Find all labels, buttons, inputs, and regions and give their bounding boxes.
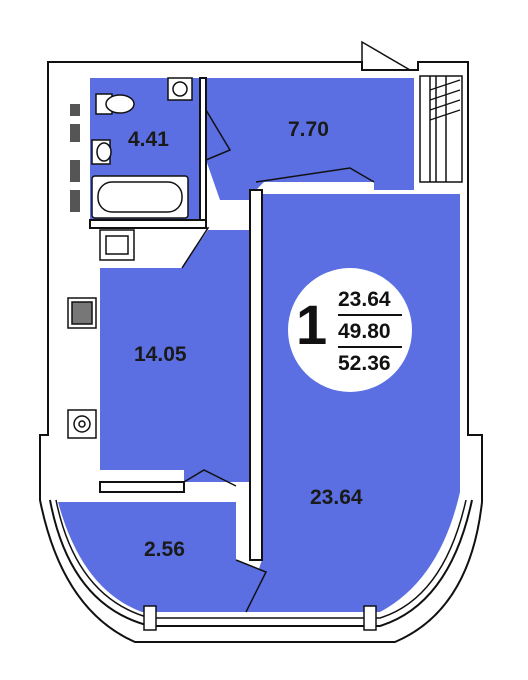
hall-area-label: 7.70 xyxy=(288,118,329,141)
door-swing-icon xyxy=(181,40,411,613)
interior-walls xyxy=(89,77,263,561)
divider-line-1 xyxy=(338,314,402,316)
floor-drain-icon xyxy=(167,77,193,101)
balcony-post-right xyxy=(363,605,377,631)
kitchen-sink-icon xyxy=(99,229,135,261)
room-count: 1 xyxy=(296,293,328,356)
living-floor xyxy=(244,194,460,612)
living-area-label: 23.64 xyxy=(310,486,363,509)
balcony-glazing xyxy=(49,499,473,627)
washing-machine-icon xyxy=(67,409,97,439)
radiator-icon xyxy=(70,104,80,212)
sink-icon xyxy=(91,139,112,165)
balcony-floor xyxy=(58,502,266,612)
toilet-icon xyxy=(95,93,135,115)
window-shaft xyxy=(419,75,463,183)
balcony-area-label: 2.56 xyxy=(144,538,185,561)
living-area-total: 23.64 xyxy=(338,288,391,311)
hall-floor xyxy=(206,78,414,200)
stove-icon xyxy=(67,297,97,329)
balcony-post-left xyxy=(143,605,157,631)
apartment-summary-badge: 1 23.64 49.80 52.36 xyxy=(288,268,412,392)
bathtub-icon xyxy=(91,175,189,219)
total-area-with-balcony: 52.36 xyxy=(338,352,391,375)
bathroom-area-label: 4.41 xyxy=(128,128,169,151)
kitchen-floor xyxy=(100,230,250,482)
divider-line-2 xyxy=(338,346,402,348)
total-area: 49.80 xyxy=(338,320,391,343)
kitchen-area-label: 14.05 xyxy=(134,343,187,366)
